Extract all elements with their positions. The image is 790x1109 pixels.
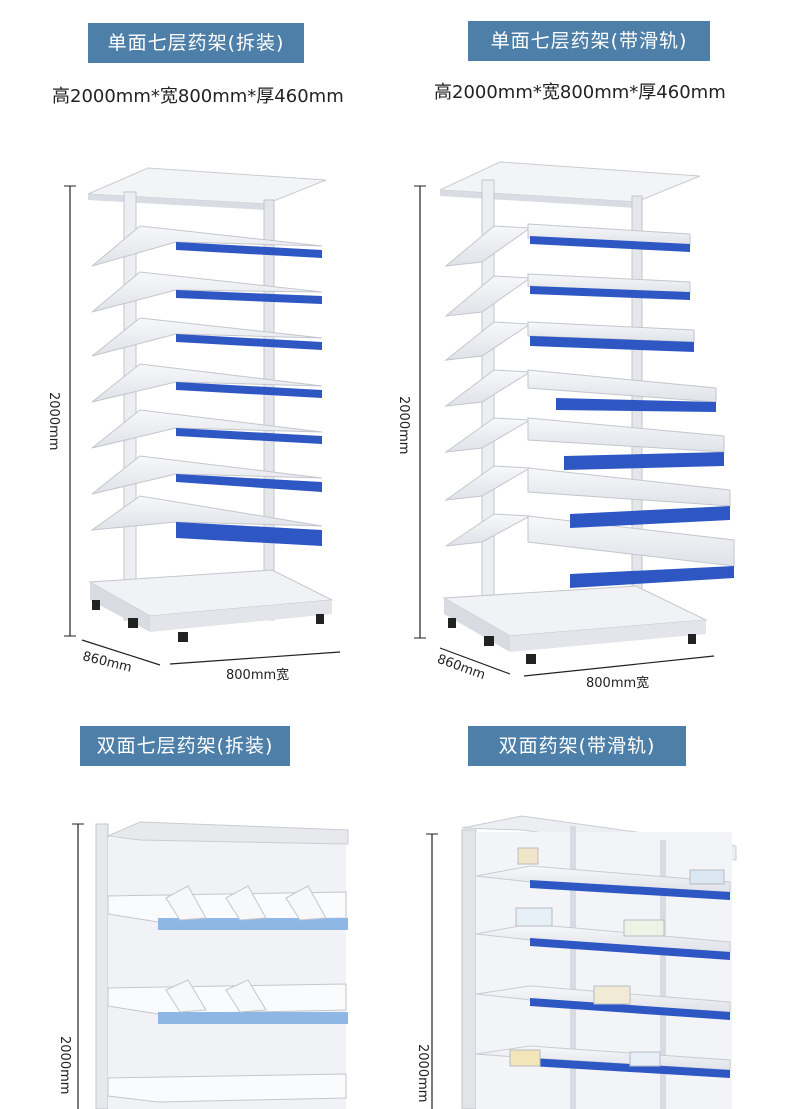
title-single-seven-knockdown: 单面七层药架(拆装)	[88, 23, 304, 63]
width-label-1: 800mm宽	[226, 668, 290, 683]
title-double-slide: 双面药架(带滑轨)	[468, 726, 686, 766]
height-label-4: 2000mm	[415, 1044, 430, 1103]
height-label-2: 2000mm	[396, 396, 411, 455]
rack-4	[426, 815, 737, 1109]
rack-1	[64, 167, 341, 666]
rack-3	[72, 821, 349, 1109]
rack-2	[414, 161, 735, 677]
title-double-seven-knockdown: 双面七层药架(拆装)	[80, 726, 290, 766]
title-single-seven-slide: 单面七层药架(带滑轨)	[468, 21, 710, 61]
spec-text-2: 高2000mm*宽800mm*厚460mm	[434, 82, 726, 103]
width-label-2: 800mm宽	[586, 676, 650, 691]
spec-text-1: 高2000mm*宽800mm*厚460mm	[52, 86, 344, 107]
height-label-1: 2000mm	[46, 392, 61, 451]
height-label-3: 2000mm	[57, 1036, 72, 1095]
